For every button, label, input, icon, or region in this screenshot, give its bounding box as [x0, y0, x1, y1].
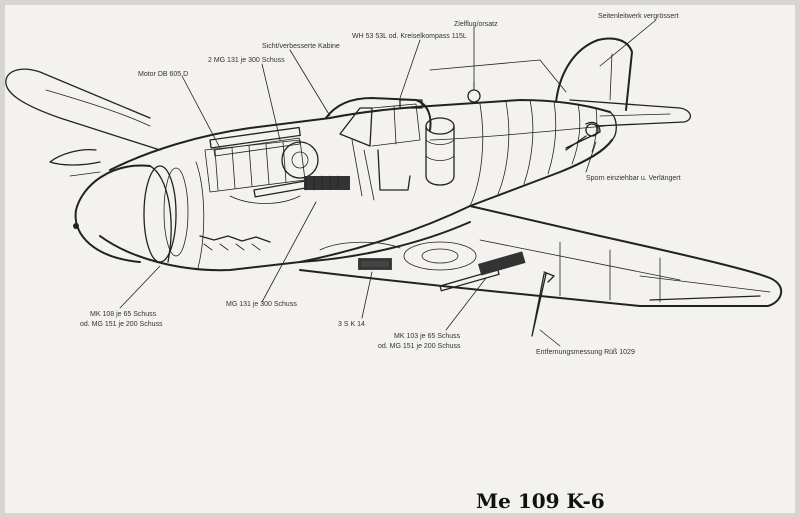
label-mg151-wing: od. MG 151 je 200 Schuss	[378, 343, 461, 350]
oil-cooler	[358, 258, 392, 270]
drawing-title: Me 109 K-6	[476, 489, 605, 513]
exhaust-stubs	[199, 235, 271, 251]
label-mg131-center: MG 131 je 300 Schuss	[226, 301, 297, 308]
left-wing	[5, 68, 161, 151]
label-armored-cabin: Sicht/verbesserte Kabine	[262, 43, 340, 50]
horizontal-stabilizer	[565, 99, 691, 149]
label-mk108-left-alt: od. MG 151 je 200 Schuss	[80, 321, 163, 328]
fuel-tank	[425, 117, 455, 186]
wing-cannon-mk103	[439, 251, 526, 292]
label-mk103-wing: MK 103 je 65 Schuss	[394, 333, 461, 340]
motor-cannon	[253, 175, 350, 198]
label-wh-gun: WH 53 53L od. Kreiselkompass 115L	[352, 33, 467, 40]
pitot-probe	[531, 271, 555, 337]
wing-cannon-breech	[478, 251, 526, 276]
label-nose-guns: 2 MG 131 je 300 Schuss	[208, 57, 285, 64]
label-oil: 3 S K 14	[338, 321, 365, 328]
spinner-and-cowling	[73, 161, 205, 269]
label-tail-enlarged: Seitenleitwerk vergrössert	[598, 13, 679, 20]
leader-lines	[119, 19, 657, 347]
label-pitot: Entfernungsmessung Rüß 1029	[536, 349, 635, 356]
spinner-tip	[73, 223, 79, 229]
tailwheel	[565, 123, 599, 151]
vertical-stabilizer: 1	[555, 37, 633, 111]
label-tailwheel: Sporn einziehbar u. Verlängert	[586, 175, 681, 182]
label-additional-fuel: Zielflug/orsatz	[454, 21, 498, 28]
fin-marking: 1	[600, 61, 609, 78]
far-tailplane	[429, 59, 567, 93]
right-wing	[299, 205, 782, 307]
label-engine: Motor DB 605 D	[138, 71, 188, 78]
cockpit-canopy	[325, 97, 432, 201]
propeller-blade	[49, 148, 101, 177]
label-mk108-left: MK 108 je 65 Schuss	[90, 311, 157, 318]
fuselage	[99, 99, 617, 272]
cannon-breech	[304, 176, 350, 190]
nose-machine-guns	[209, 126, 301, 157]
